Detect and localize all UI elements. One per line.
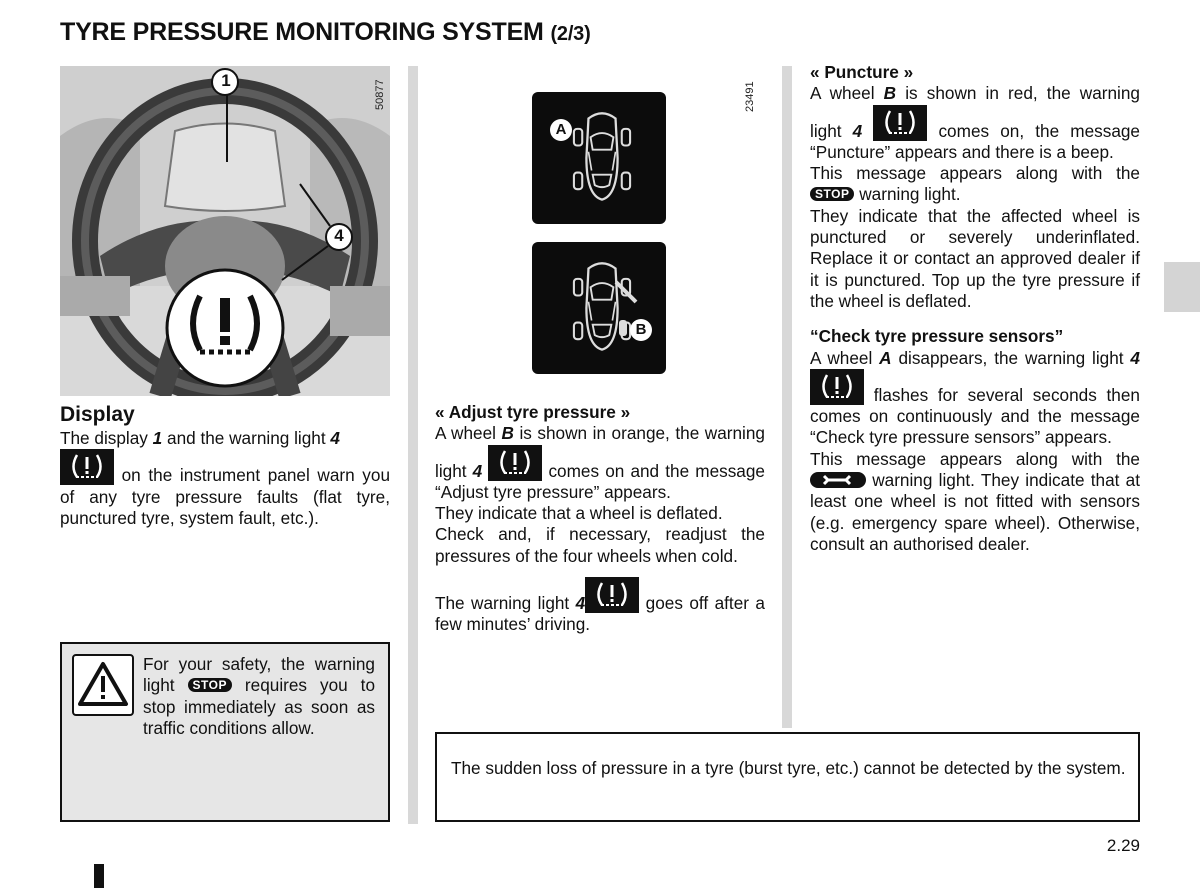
column-separator-1	[408, 66, 418, 824]
dashboard-figure: 1 4 50877	[60, 66, 390, 396]
adjust-paragraph-2: They indicate that a wheel is deflated.	[435, 503, 723, 524]
column-separator-2	[782, 66, 792, 728]
adjust-ref-4b: 4	[575, 593, 586, 614]
wheel-label-b: B	[630, 319, 652, 341]
callout-4: 4	[334, 226, 344, 245]
puncture-paragraph-1: A wheel B is shown in red, the warning l…	[810, 83, 1140, 163]
puncture-text-2b: warning light.	[854, 184, 961, 205]
puncture-text-1a: A wheel	[810, 83, 884, 104]
display-text-1: The display	[60, 428, 153, 448]
stop-icon: STOP	[187, 678, 232, 693]
puncture-text-1e: comes on, the message “Puncture” appears…	[810, 120, 1140, 162]
puncture-paragraph-2: This message appears along with the STOP…	[810, 163, 1140, 206]
wheel-label-a: A	[550, 119, 572, 141]
puncture-ref-4: 4	[852, 120, 863, 141]
puncture-section: « Puncture » A wheel B is shown in red, …	[810, 62, 1140, 555]
sensors-ref-4: 4	[1130, 347, 1140, 368]
adjust-ref-4: 4	[472, 460, 483, 481]
safety-text-1: For your safety, the warning light	[143, 654, 375, 696]
page-title: TYRE PRESSURE MONITORING SYSTEM (2/3)	[60, 18, 591, 47]
adjust-heading: « Adjust tyre pressure »	[435, 402, 631, 422]
car-top-view-a	[572, 112, 632, 201]
safety-warning-box: For your safety, the warning light STOP …	[60, 642, 390, 822]
note-box: The sudden loss of pressure in a tyre (b…	[435, 732, 1140, 822]
side-tab	[1164, 262, 1200, 312]
display-paragraph: The display 1 and the warning light 4 on…	[60, 428, 390, 529]
tpms-warning-icon	[60, 449, 114, 485]
adjust-text-1e: comes on and the message “Adjust tyre pr…	[435, 460, 765, 502]
puncture-text-1c: is shown in red, the warning light	[810, 83, 1140, 141]
tpms-warning-icon	[585, 577, 639, 613]
title-text: TYRE PRESSURE MONITORING SYSTEM	[60, 18, 544, 46]
adjust-text-1a: A wheel	[435, 423, 502, 444]
note-text: The sudden loss of pressure in a tyre (b…	[451, 758, 1126, 778]
adjust-paragraph-4: The warning light 4 goes off after a few…	[435, 577, 765, 636]
figure1-ref: 50877	[374, 79, 386, 110]
sensors-text-1e: flashes for several seconds then comes o…	[810, 384, 1140, 448]
display-section: Display The display 1 and the warning li…	[60, 402, 390, 529]
car-top-view-b	[572, 262, 638, 351]
puncture-ref-b: B	[883, 83, 897, 104]
adjust-section: « Adjust tyre pressure » A wheel B is sh…	[435, 402, 765, 636]
figure2-ref: 23491	[744, 81, 756, 112]
sensors-paragraph-1: A wheel A disappears, the warning light …	[810, 348, 1140, 449]
display-ref-4: 4	[330, 428, 340, 448]
stop-icon: STOP	[810, 187, 855, 202]
callout-1: 1	[221, 71, 231, 90]
adjust-text-4a: The warning light	[435, 593, 576, 614]
adjust-paragraph-1: A wheel B is shown in orange, the warnin…	[435, 423, 765, 503]
corner-mark	[94, 864, 104, 888]
sensors-heading: “Check tyre pressure sensors”	[810, 326, 1064, 347]
puncture-paragraph-3: They indicate that the affected wheel is…	[810, 205, 1140, 311]
tpms-warning-icon	[488, 445, 542, 481]
wheel-diagram-b: B	[532, 242, 666, 374]
puncture-text-2a: This message appears along with the	[810, 163, 1140, 184]
warning-triangle-icon	[72, 654, 134, 716]
tpms-warning-icon	[810, 369, 864, 405]
display-ref-1: 1	[152, 428, 163, 448]
tpms-warning-icon	[873, 105, 927, 141]
adjust-text-4c: goes off after a few minutes’ driving.	[435, 593, 765, 635]
display-text-2: and the warning light	[162, 428, 331, 448]
page-number: 2.29	[1106, 836, 1140, 855]
sensors-text-1a: A wheel	[810, 347, 880, 368]
sensors-text-2a: This message appears along with the	[810, 448, 1140, 469]
title-part: (2/3)	[550, 23, 591, 45]
display-text-3: on the instrument panel warn you of any …	[60, 465, 390, 528]
wheel-diagram-a: A	[532, 92, 666, 224]
sensors-ref-a: A	[879, 347, 892, 368]
sensors-text-2b: warning light. They indicate that at lea…	[810, 470, 1140, 554]
display-heading: Display	[60, 403, 135, 426]
wrench-icon	[810, 472, 866, 489]
adjust-paragraph-3: Check and, if necessary, readjust the pr…	[435, 524, 765, 566]
sensors-text-1c: disappears, the warning light	[891, 347, 1131, 368]
adjust-ref-b: B	[501, 423, 514, 444]
safety-warning-text: For your safety, the warning light STOP …	[143, 654, 375, 739]
safety-text-2: requires you to stop immediately as soon…	[143, 675, 375, 738]
steering-wheel-illustration	[60, 66, 390, 396]
adjust-text-1c: is shown in orange, the warning light	[435, 423, 765, 481]
wheel-diagram-figure: 23491 A B	[420, 66, 770, 386]
sensors-paragraph-2: This message appears along with the warn…	[810, 449, 1140, 555]
puncture-heading: « Puncture »	[810, 62, 914, 82]
